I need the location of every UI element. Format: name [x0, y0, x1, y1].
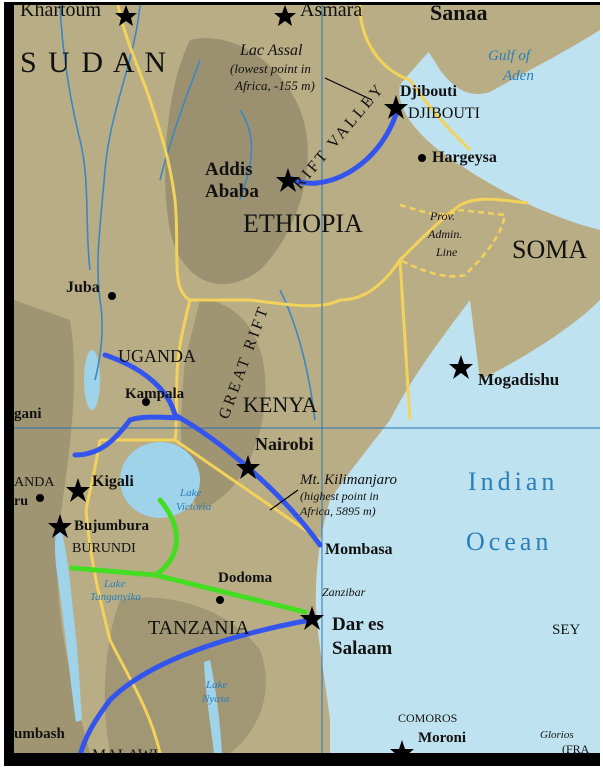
- label-djibouti-city: Djibouti: [400, 83, 457, 100]
- label-lac1: Lac Assal: [239, 42, 303, 59]
- label-kigali: Kigali: [92, 473, 134, 490]
- label-sudan: S U D A N: [20, 46, 168, 79]
- label-ru: ru: [14, 494, 28, 509]
- city-markers: [36, 154, 426, 604]
- label-indian: Indian: [468, 467, 558, 496]
- lake-albert: [84, 350, 100, 410]
- label-mombasa: Mombasa: [325, 541, 393, 558]
- star-addis: [276, 168, 300, 192]
- label-burundi: BURUNDI: [72, 541, 136, 556]
- label-lake-nyasa1: Lake: [205, 679, 228, 691]
- label-lake-victoria2: Victoria: [176, 501, 212, 513]
- label-kenya: KENYA: [243, 392, 318, 417]
- arabian-coast: [395, 5, 600, 94]
- city-dot-dodoma: [216, 596, 224, 604]
- label-kili1: Mt. Kilimanjaro: [299, 472, 397, 488]
- label-kili3: Africa, 5895 m): [299, 504, 376, 518]
- label-uganda: UGANDA: [118, 346, 196, 366]
- country-borders: [84, 5, 529, 753]
- label-lake-nyasa2: Nyasa: [201, 693, 230, 705]
- city-dot-juba: [108, 292, 116, 300]
- label-asmara: Asmara: [300, 0, 362, 21]
- route-addis-djibouti: [287, 105, 401, 186]
- star-khartoum: [115, 5, 137, 26]
- label-mogadishu: Mogadishu: [478, 370, 559, 389]
- star-kigali: [66, 478, 90, 502]
- label-juba: Juba: [66, 279, 100, 296]
- land-mass: [14, 5, 528, 753]
- label-hargeysa: Hargeysa: [432, 149, 497, 166]
- label-sanaa: Sanaa: [430, 0, 487, 25]
- city-dot-ru: [36, 494, 44, 502]
- label-prov3: Line: [435, 245, 458, 259]
- label-ocean: Ocean: [466, 527, 552, 556]
- label-glorios: Glorios: [540, 729, 574, 741]
- label-bujumbura: Bujumbura: [74, 518, 150, 534]
- route-green-branch: [152, 497, 179, 578]
- route-lake-rwanda: [72, 414, 183, 458]
- capital-stars: [48, 5, 473, 753]
- southern-highlands: [104, 597, 266, 753]
- label-gani: gani: [14, 406, 42, 422]
- label-lake-victoria1: Lake: [179, 487, 202, 499]
- lake-nyasa: [204, 660, 222, 753]
- label-addis2: Ababa: [205, 181, 259, 202]
- star-dar: [300, 606, 324, 630]
- city-dot-hargeysa: [418, 154, 426, 162]
- city-dot-kampala: [142, 398, 150, 406]
- star-moroni: [390, 740, 414, 753]
- label-ethiopia: ETHIOPIA: [243, 209, 363, 238]
- ethiopian-highlands: [165, 38, 308, 285]
- somali-horn: [460, 165, 600, 380]
- label-kili2: (highest point in: [300, 489, 379, 503]
- lake-victoria: [120, 442, 200, 518]
- label-gulf2: Aden: [502, 68, 534, 84]
- route-dar-south: [78, 617, 313, 753]
- label-lumbashi: umbash: [14, 726, 66, 742]
- label-anda: ANDA: [14, 475, 55, 490]
- label-prov2: Admin.: [427, 227, 462, 241]
- provisional-admin-line: [399, 203, 507, 278]
- pointer-lines: [269, 77, 373, 511]
- label-fra: (FRA: [562, 742, 590, 756]
- star-nairobi: [236, 455, 260, 479]
- star-bujumbura: [48, 514, 72, 538]
- route-uganda-mombasa: [102, 352, 323, 548]
- label-dar1: Dar es: [332, 614, 384, 635]
- label-lac2: (lowest point in: [230, 61, 311, 76]
- label-addis1: Addis: [205, 159, 253, 180]
- label-kampala: Kampala: [125, 386, 185, 402]
- star-mogadishu: [449, 355, 473, 379]
- label-malawi: MALAWI: [92, 747, 158, 764]
- label-djibouti-country: DJIBOUTI: [408, 105, 480, 122]
- label-gulf1: Gulf of: [488, 48, 532, 64]
- star-djibouti: [384, 95, 408, 119]
- label-lac3: Africa, -155 m): [234, 78, 315, 93]
- route-lines: [69, 105, 401, 753]
- label-dar2: Salaam: [332, 638, 392, 659]
- label-khartoum: Khartoum: [20, 0, 102, 21]
- western-highlands: [14, 300, 90, 753]
- label-zanzibar: Zanzibar: [322, 585, 366, 599]
- label-nairobi: Nairobi: [255, 434, 314, 454]
- label-comoros: COMOROS: [398, 711, 457, 725]
- label-seychelles: SEY: [552, 622, 581, 638]
- label-lake-tang1: Lake: [103, 578, 126, 590]
- lake-tanganyika: [55, 520, 82, 722]
- star-asmara: [274, 5, 296, 26]
- label-lake-tang2: Tanganyika: [90, 591, 141, 603]
- label-prov1: Prov.: [429, 209, 455, 223]
- label-dodoma: Dodoma: [218, 570, 273, 586]
- label-somalia: SOMA: [512, 235, 587, 264]
- label-moroni: Moroni: [418, 730, 466, 746]
- label-tanzania: TANZANIA: [148, 617, 250, 639]
